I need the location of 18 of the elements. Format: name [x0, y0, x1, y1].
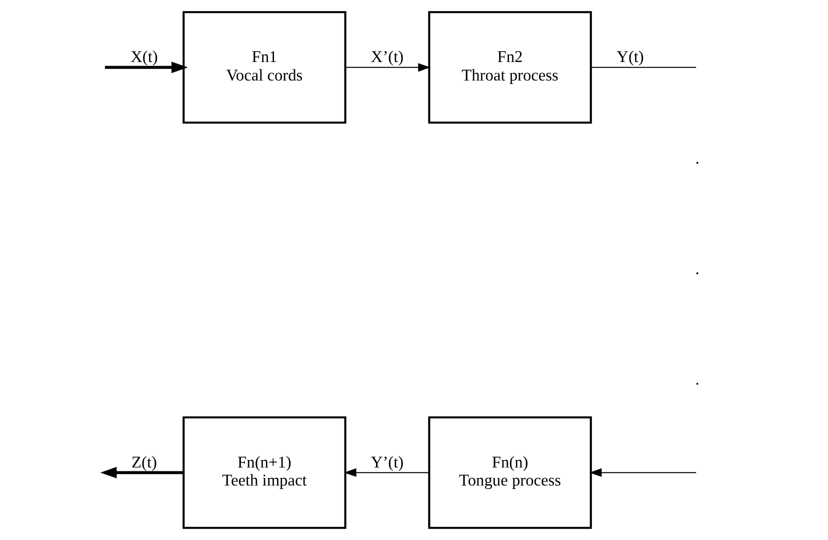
connector — [590, 66, 696, 68]
arrow — [104, 62, 188, 74]
arrow — [588, 468, 696, 477]
label: . — [694, 148, 699, 168]
node-box: Fn(n+1) Teeth impact — [182, 416, 346, 529]
label: . — [694, 258, 699, 278]
edge-label: X’(t) — [370, 47, 404, 66]
label: . — [694, 369, 699, 388]
node-box: Fn(n) Tongue process — [428, 416, 592, 529]
arrow — [344, 468, 428, 477]
edge-label: Y(t) — [616, 47, 644, 66]
edge-label: Z(t) — [131, 452, 156, 472]
arrow — [100, 466, 183, 478]
arrow — [345, 63, 430, 72]
node-box: Fn1 Vocal cords — [182, 11, 346, 124]
edge-label: X(t) — [130, 47, 158, 66]
edge-label: Y’(t) — [370, 452, 404, 472]
node-box: Fn2 Throat process — [428, 11, 592, 124]
